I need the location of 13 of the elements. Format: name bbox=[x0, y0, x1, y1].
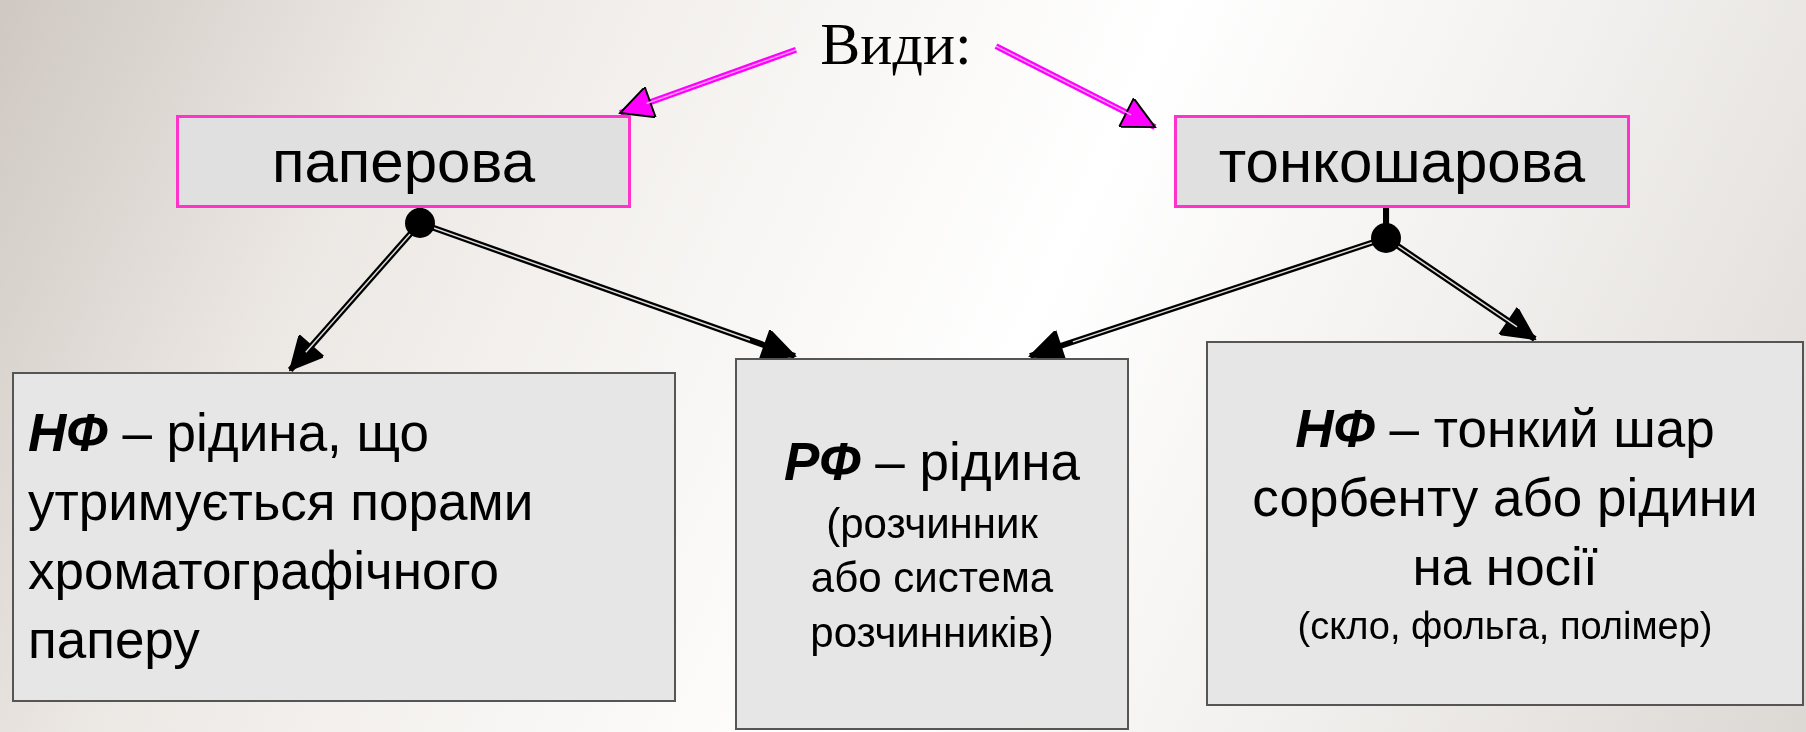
definition-box bbox=[1206, 341, 1804, 706]
definition-box bbox=[12, 372, 676, 702]
definition-text: РФ – рідина bbox=[783, 430, 1081, 493]
definition-text: НФ – рідина, що утримується порами хроматографічного паперу bbox=[28, 402, 535, 671]
definition-text: НФ – тонкий шар сорбенту або рідини на носії bbox=[1251, 398, 1759, 599]
type-label: тонкошарова bbox=[1218, 128, 1586, 195]
type-box bbox=[176, 115, 631, 208]
heading-text: Види: bbox=[820, 11, 972, 77]
note-text: (скло, фольга, полімер) bbox=[1297, 604, 1713, 650]
type-label: паперова bbox=[272, 128, 535, 195]
definition-box bbox=[735, 358, 1129, 730]
type-box bbox=[1174, 115, 1630, 208]
note-text: (розчинник або система розчинників) bbox=[809, 498, 1055, 658]
